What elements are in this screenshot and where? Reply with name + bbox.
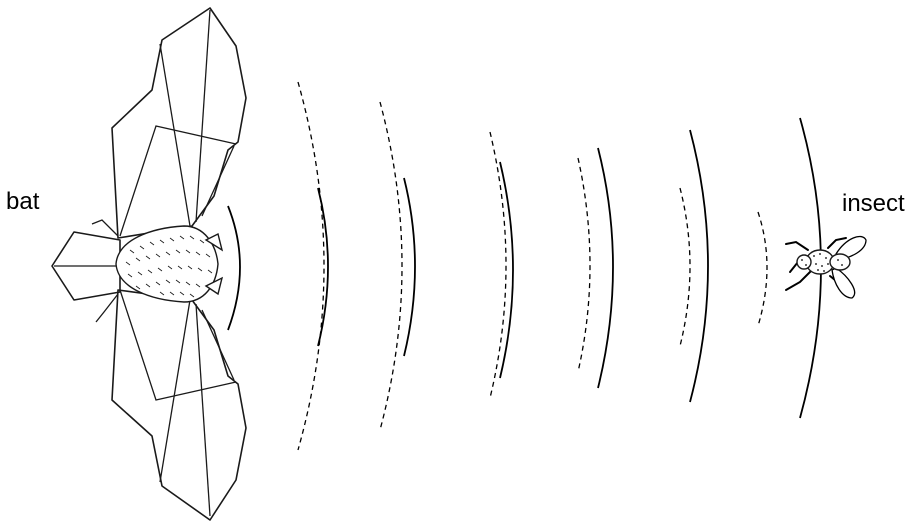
insect-illustration: [786, 236, 866, 298]
echo-wave-4: [578, 158, 590, 372]
insect-label: insect: [842, 192, 905, 216]
bat-lower-foot: [96, 294, 118, 322]
bat-upper-foot: [92, 220, 118, 236]
bat-lower-wing-finger-2: [196, 304, 210, 516]
echo-wave-1: [298, 82, 324, 450]
insect-leg-1: [786, 242, 808, 250]
insect-head: [797, 255, 811, 269]
bat-upper-wing: [112, 8, 246, 238]
bat-upper-wing-finger-2: [196, 10, 210, 222]
bat-lower-wing: [112, 290, 246, 520]
bat-body: [116, 226, 218, 302]
emitted-wave-5: [598, 148, 613, 388]
insect-lower-wing: [832, 268, 855, 298]
bat-label: bat: [6, 190, 39, 214]
echolocation-waves: [228, 82, 821, 450]
insect-leg-3: [786, 270, 812, 290]
bat-upper-wing-finger-3: [202, 146, 234, 216]
bat-lower-wing-finger-3: [202, 310, 234, 380]
bat-upper-wing-finger-1: [160, 44, 190, 226]
echo-wave-5: [680, 188, 690, 346]
insect-abdomen: [830, 254, 850, 270]
emitted-wave-6: [690, 130, 708, 402]
echo-wave-2: [380, 102, 402, 430]
bat-illustration: [52, 8, 246, 520]
bat-lower-wing-finger-1: [160, 300, 190, 482]
emitted-wave-1: [228, 206, 240, 330]
echo-wave-6: [758, 212, 767, 326]
emitted-wave-2: [318, 188, 328, 346]
emitted-wave-3: [404, 178, 415, 356]
